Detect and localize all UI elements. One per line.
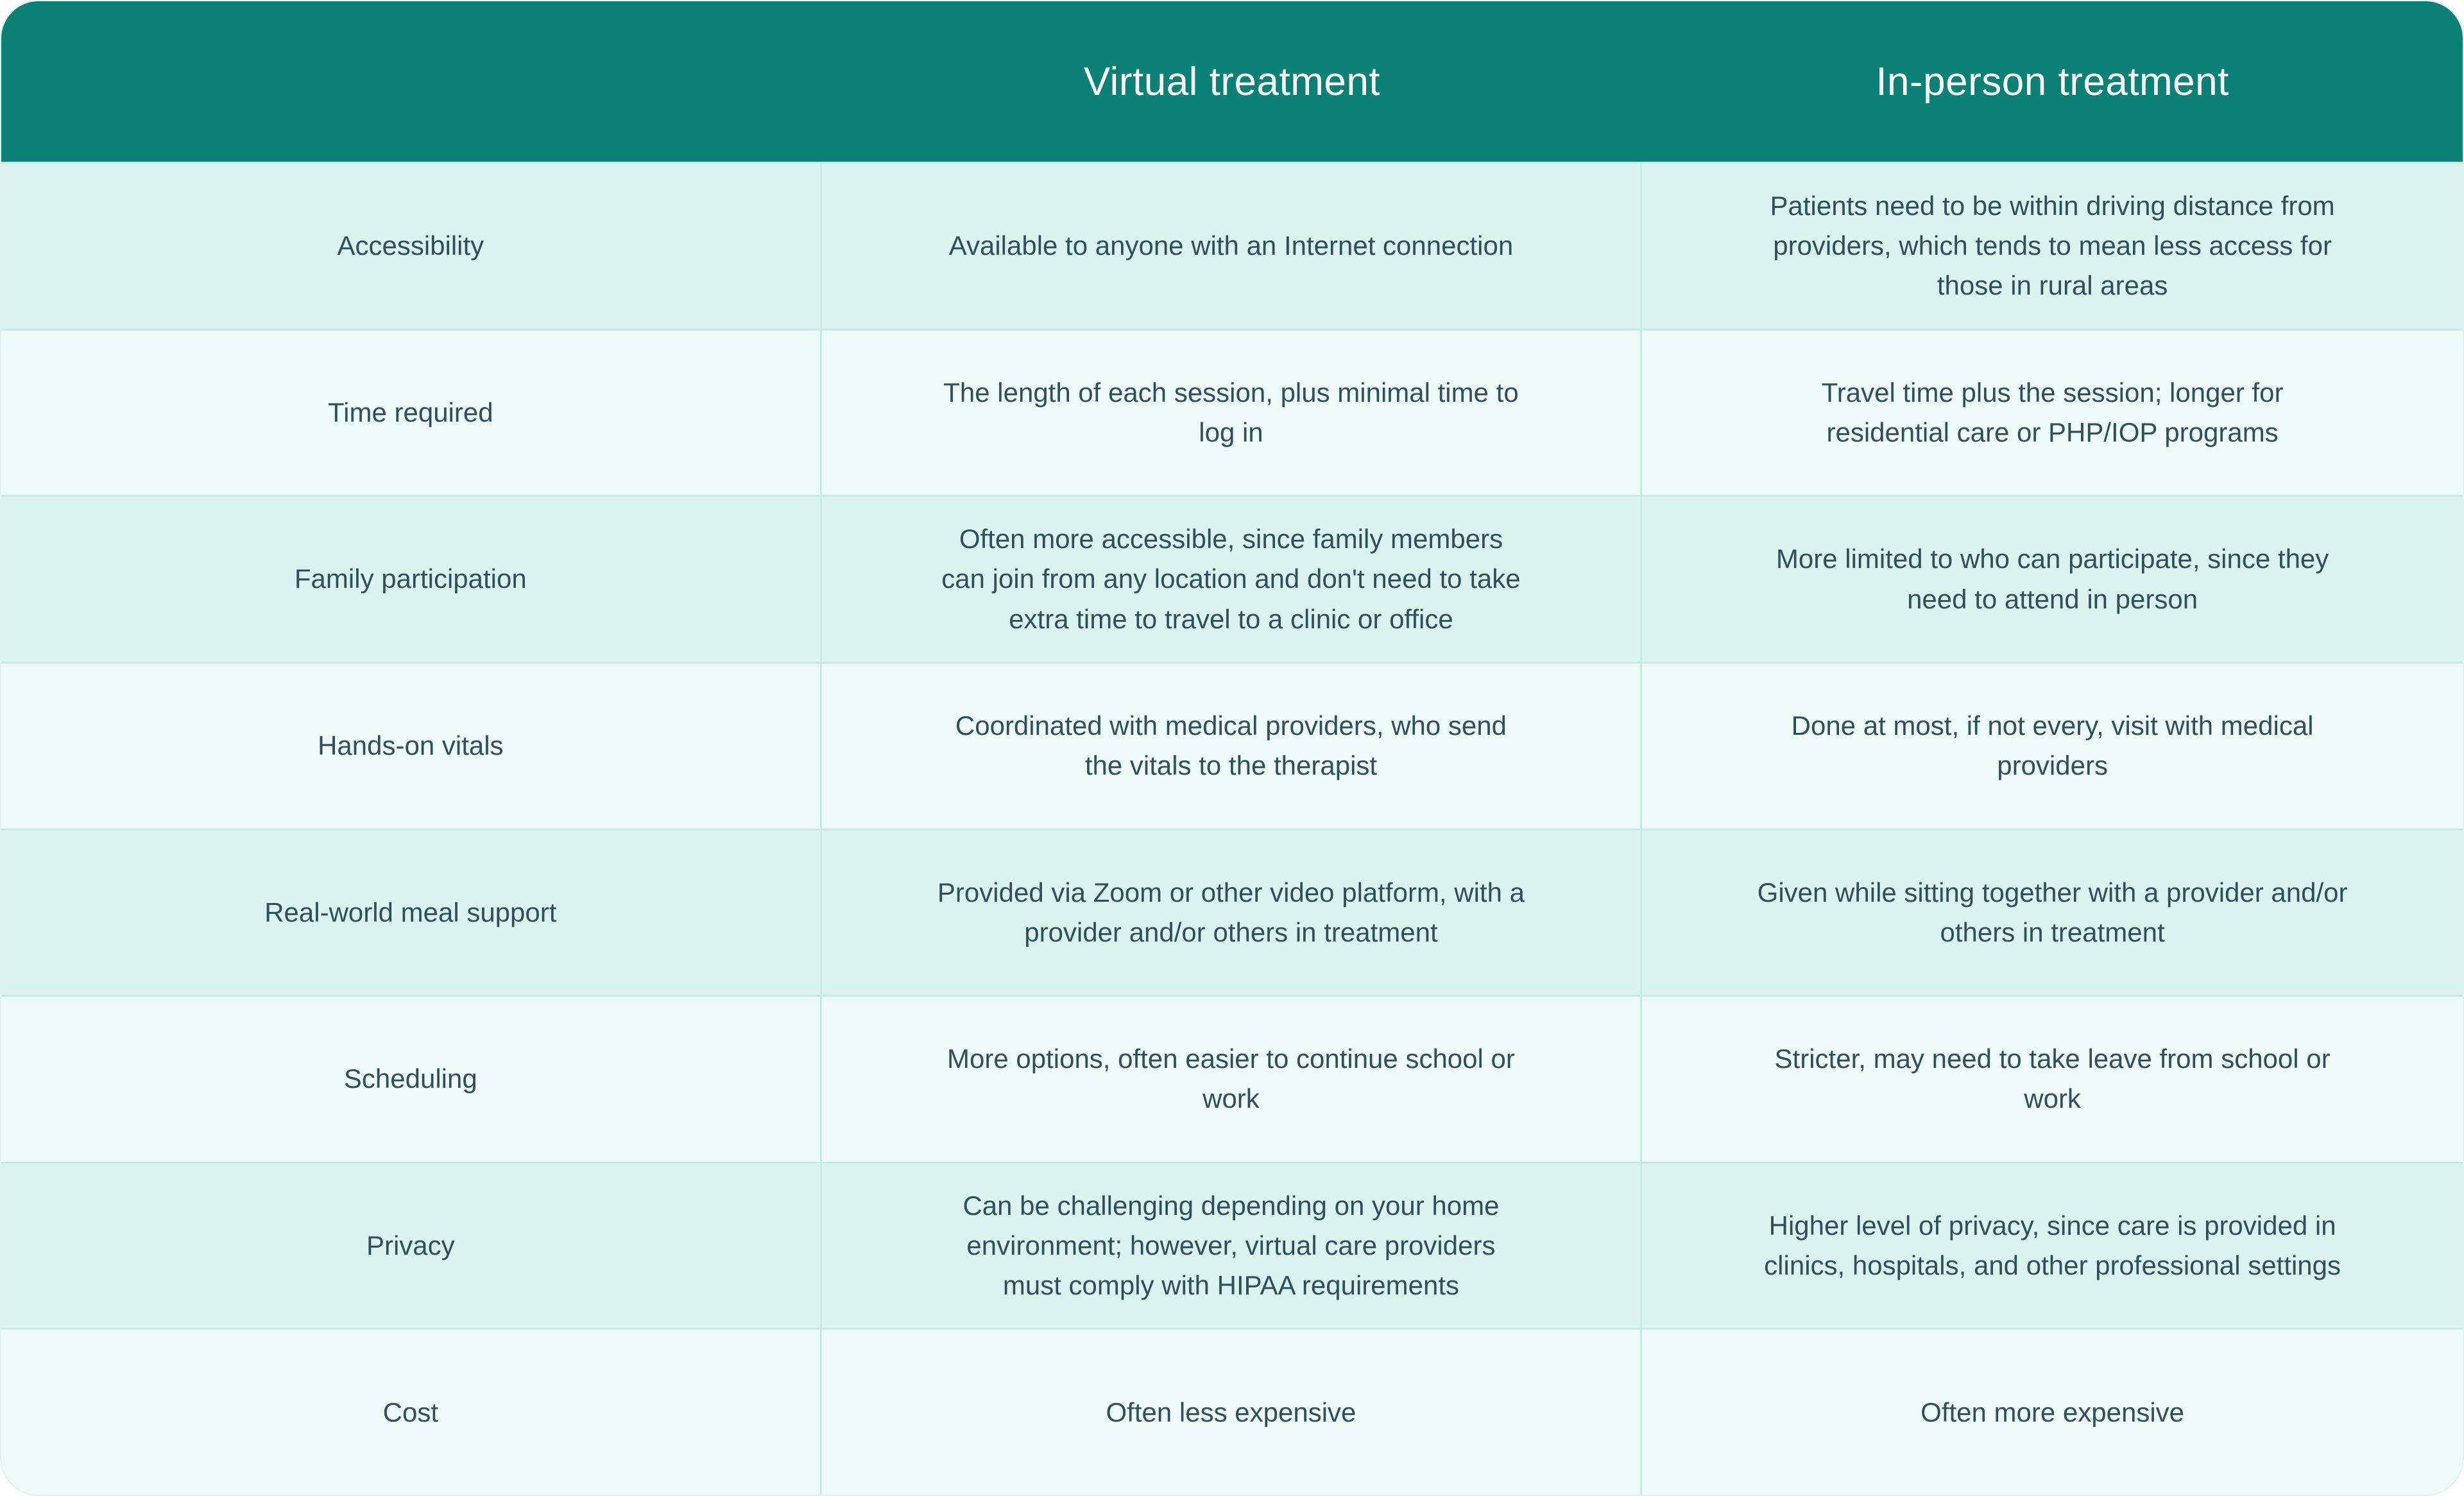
cell-in-person-text: Done at most, if not every, visit with m… bbox=[1791, 710, 2314, 781]
table-row-time-required: Time required The length of each session… bbox=[1, 328, 2463, 495]
cell-in-person-text: Travel time plus the session; longer for… bbox=[1821, 377, 2284, 447]
cell-virtual-text: Coordinated with medical providers, who … bbox=[955, 710, 1507, 781]
cell-virtual: Coordinated with medical providers, who … bbox=[821, 661, 1643, 829]
header-cell-in-person: In-person treatment bbox=[1642, 1, 2463, 162]
table-row-scheduling: Scheduling More options, often easier to… bbox=[1, 995, 2463, 1162]
row-label: Real-world meal support bbox=[1, 828, 822, 995]
row-label-text: Accessibility bbox=[337, 230, 484, 261]
table-row-accessibility: Accessibility Available to anyone with a… bbox=[1, 162, 2463, 329]
row-label-text: Real-world meal support bbox=[264, 897, 557, 927]
cell-virtual: Provided via Zoom or other video platfor… bbox=[821, 828, 1643, 995]
cell-in-person-text: Patients need to be within driving dista… bbox=[1770, 191, 2335, 301]
row-label: Family participation bbox=[1, 495, 822, 662]
cell-in-person-text: Given while sitting together with a prov… bbox=[1757, 877, 2348, 947]
row-label: Time required bbox=[1, 328, 822, 495]
cell-in-person-text: Stricter, may need to take leave from sc… bbox=[1774, 1044, 2331, 1114]
cell-in-person: Given while sitting together with a prov… bbox=[1642, 828, 2463, 995]
cell-virtual: The length of each session, plus minimal… bbox=[821, 328, 1643, 495]
cell-virtual: Often more accessible, since family memb… bbox=[821, 495, 1643, 662]
table-body: Accessibility Available to anyone with a… bbox=[1, 162, 2463, 1495]
table-row-cost: Cost Often less expensive Often more exp… bbox=[1, 1328, 2463, 1495]
cell-virtual-text: Often more accessible, since family memb… bbox=[941, 524, 1521, 634]
row-label-text: Cost bbox=[382, 1397, 438, 1427]
table-row-hands-on-vitals: Hands-on vitals Coordinated with medical… bbox=[1, 661, 2463, 829]
cell-virtual: Can be challenging depending on your hom… bbox=[821, 1161, 1643, 1328]
table-row-family-participation: Family participation Often more accessib… bbox=[1, 495, 2463, 662]
header-cell-empty bbox=[1, 1, 822, 162]
row-label: Accessibility bbox=[1, 162, 822, 329]
table-header: Virtual treatment In-person treatment bbox=[1, 1, 2463, 162]
row-label: Privacy bbox=[1, 1161, 822, 1328]
row-label-text: Hands-on vitals bbox=[318, 730, 504, 761]
cell-in-person: More limited to who can participate, sin… bbox=[1642, 495, 2463, 662]
cell-in-person: Done at most, if not every, visit with m… bbox=[1642, 661, 2463, 829]
header-cell-virtual: Virtual treatment bbox=[822, 1, 1643, 162]
cell-in-person: Patients need to be within driving dista… bbox=[1642, 162, 2463, 329]
row-label-text: Privacy bbox=[366, 1230, 455, 1260]
cell-in-person-text: More limited to who can participate, sin… bbox=[1775, 544, 2329, 614]
cell-virtual-text: More options, often easier to continue s… bbox=[947, 1044, 1515, 1114]
header-label-in-person: In-person treatment bbox=[1876, 59, 2229, 104]
row-label: Cost bbox=[1, 1328, 822, 1495]
cell-virtual-text: The length of each session, plus minimal… bbox=[943, 377, 1519, 447]
row-label-text: Family participation bbox=[294, 563, 527, 594]
table-row-privacy: Privacy Can be challenging depending on … bbox=[1, 1161, 2463, 1328]
cell-in-person: Stricter, may need to take leave from sc… bbox=[1642, 995, 2463, 1162]
row-label-text: Scheduling bbox=[343, 1063, 477, 1094]
cell-virtual: More options, often easier to continue s… bbox=[821, 995, 1643, 1162]
row-label: Scheduling bbox=[1, 995, 822, 1162]
cell-virtual: Available to anyone with an Internet con… bbox=[821, 162, 1643, 329]
cell-virtual-text: Available to anyone with an Internet con… bbox=[948, 230, 1514, 261]
cell-in-person: Often more expensive bbox=[1642, 1328, 2463, 1495]
cell-virtual-text: Often less expensive bbox=[1106, 1397, 1356, 1427]
cell-in-person: Higher level of privacy, since care is p… bbox=[1642, 1161, 2463, 1328]
cell-in-person-text: Higher level of privacy, since care is p… bbox=[1764, 1210, 2341, 1281]
cell-virtual-text: Provided via Zoom or other video platfor… bbox=[937, 877, 1525, 947]
header-label-virtual: Virtual treatment bbox=[1083, 59, 1381, 104]
cell-virtual-text: Can be challenging depending on your hom… bbox=[963, 1190, 1500, 1301]
cell-in-person-text: Often more expensive bbox=[1921, 1397, 2185, 1427]
cell-virtual: Often less expensive bbox=[821, 1328, 1643, 1495]
cell-in-person: Travel time plus the session; longer for… bbox=[1642, 328, 2463, 495]
row-label-text: Time required bbox=[328, 397, 493, 427]
table-row-real-world-meal-support: Real-world meal support Provided via Zoo… bbox=[1, 828, 2463, 995]
row-label: Hands-on vitals bbox=[1, 661, 822, 829]
